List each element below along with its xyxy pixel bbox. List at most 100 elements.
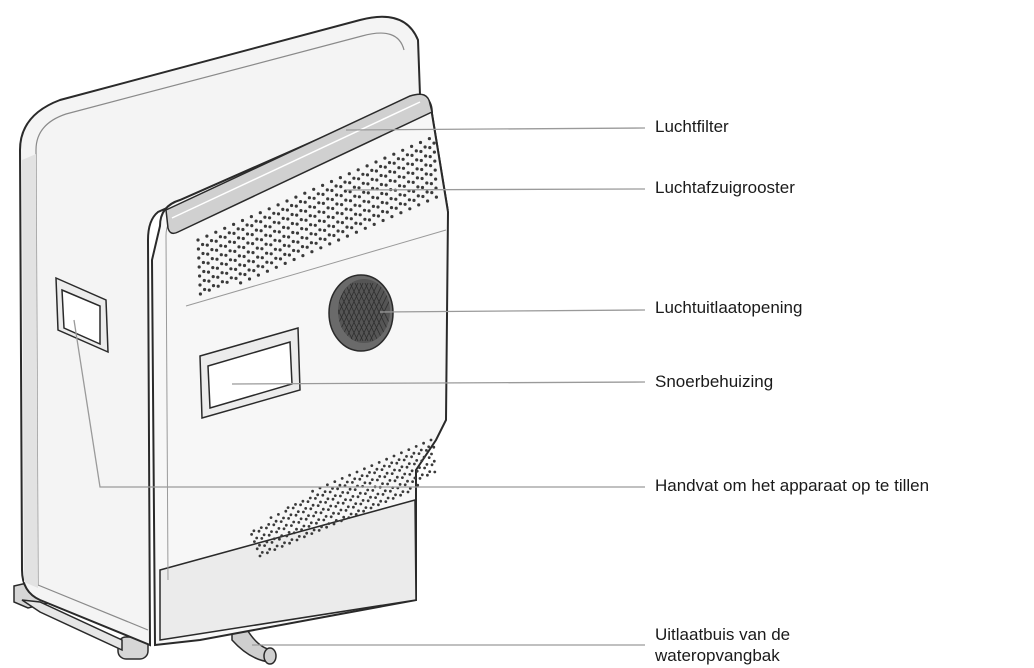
grille-hole bbox=[306, 500, 310, 503]
grille-hole bbox=[290, 538, 294, 541]
grille-hole bbox=[368, 481, 372, 485]
grille-hole bbox=[268, 216, 272, 220]
grille-hole bbox=[216, 275, 220, 279]
grille-hole bbox=[401, 490, 405, 493]
grille-hole bbox=[389, 197, 393, 201]
grille-hole bbox=[428, 470, 432, 473]
grille-hole bbox=[278, 537, 281, 541]
grille-hole bbox=[309, 241, 313, 245]
grille-hole bbox=[372, 222, 376, 226]
grille-hole bbox=[296, 240, 300, 244]
grille-hole bbox=[273, 229, 277, 233]
grille-hole bbox=[316, 493, 320, 497]
grille-hole bbox=[297, 535, 301, 538]
grille-hole bbox=[349, 498, 352, 502]
grille-hole bbox=[388, 179, 392, 183]
grille-hole bbox=[228, 240, 232, 244]
grille-hole bbox=[351, 481, 354, 484]
grille-hole bbox=[387, 161, 392, 165]
grille-hole bbox=[376, 214, 380, 218]
grille-hole bbox=[346, 505, 350, 509]
grille-hole bbox=[412, 189, 416, 193]
grille-hole bbox=[427, 456, 431, 459]
grille-hole bbox=[219, 253, 223, 257]
grille-hole bbox=[381, 209, 385, 214]
grille-hole bbox=[297, 521, 301, 524]
grille-hole bbox=[432, 445, 436, 449]
grille-hole bbox=[251, 260, 255, 264]
intake-grille-perforation bbox=[196, 137, 438, 296]
grille-hole bbox=[292, 520, 296, 524]
grille-hole bbox=[352, 505, 355, 509]
grille-hole bbox=[273, 548, 277, 551]
grille-hole bbox=[251, 251, 255, 255]
grille-hole bbox=[323, 490, 327, 493]
grille-hole bbox=[259, 238, 264, 242]
label-cord-housing: Snoerbehuizing bbox=[655, 372, 774, 391]
grille-hole bbox=[348, 199, 353, 203]
grille-hole bbox=[236, 227, 240, 231]
grille-hole bbox=[315, 521, 318, 525]
grille-hole bbox=[247, 259, 251, 263]
grille-hole bbox=[299, 209, 303, 213]
grille-hole bbox=[356, 495, 360, 499]
grille-hole bbox=[308, 496, 312, 500]
grille-hole bbox=[272, 523, 276, 527]
grille-hole bbox=[344, 498, 347, 501]
grille-hole bbox=[312, 514, 315, 518]
leader-cord-housing bbox=[231, 381, 646, 385]
grille-hole bbox=[430, 191, 434, 195]
grille-hole bbox=[317, 219, 322, 223]
grille-hole bbox=[227, 231, 231, 235]
grille-hole bbox=[243, 272, 247, 277]
grille-hole bbox=[270, 541, 274, 544]
grille-hole bbox=[278, 248, 282, 252]
grille-hole bbox=[270, 530, 273, 533]
grille-hole bbox=[405, 455, 408, 458]
grille-hole bbox=[405, 465, 409, 469]
grille-hole bbox=[305, 531, 309, 535]
grille-hole bbox=[401, 148, 405, 152]
grille-hole bbox=[326, 497, 330, 501]
grille-hole bbox=[309, 232, 313, 236]
grille-hole bbox=[429, 182, 433, 186]
grille-hole bbox=[411, 180, 415, 184]
grille-hole bbox=[267, 523, 271, 526]
grille-hole bbox=[344, 198, 348, 202]
grille-hole bbox=[377, 461, 381, 464]
grille-hole bbox=[386, 496, 390, 500]
grille-hole bbox=[295, 527, 298, 531]
grille-hole bbox=[211, 275, 215, 279]
grille-hole bbox=[205, 243, 209, 247]
grille-hole bbox=[334, 505, 338, 508]
grille-hole bbox=[255, 246, 259, 250]
grille-hole bbox=[245, 232, 250, 236]
label-air-intake-grille: Luchtafzuigrooster bbox=[655, 178, 795, 197]
grille-hole bbox=[398, 469, 401, 472]
grille-hole bbox=[302, 524, 306, 528]
grille-hole bbox=[433, 470, 437, 474]
grille-hole bbox=[351, 495, 355, 498]
grille-hole bbox=[363, 217, 367, 221]
grille-hole bbox=[282, 243, 286, 247]
leader-air-filter bbox=[345, 127, 646, 131]
grille-hole bbox=[327, 508, 330, 511]
grille-hole bbox=[377, 503, 380, 507]
grille-hole bbox=[370, 168, 374, 172]
grille-hole bbox=[406, 490, 410, 494]
grille-hole bbox=[258, 543, 261, 547]
grille-hole bbox=[273, 247, 277, 251]
grille-hole bbox=[265, 260, 269, 264]
grille-hole bbox=[354, 230, 358, 234]
grille-hole bbox=[223, 226, 227, 230]
grille-hole bbox=[255, 237, 259, 241]
grille-hole bbox=[382, 464, 386, 468]
grille-hole bbox=[410, 162, 414, 166]
leader-air-intake-grille bbox=[345, 188, 646, 191]
mesh-line bbox=[359, 282, 389, 342]
grille-hole bbox=[389, 206, 394, 210]
grille-hole bbox=[325, 525, 328, 529]
grille-hole bbox=[397, 166, 401, 170]
grille-hole bbox=[360, 474, 364, 477]
grille-hole bbox=[223, 235, 227, 239]
